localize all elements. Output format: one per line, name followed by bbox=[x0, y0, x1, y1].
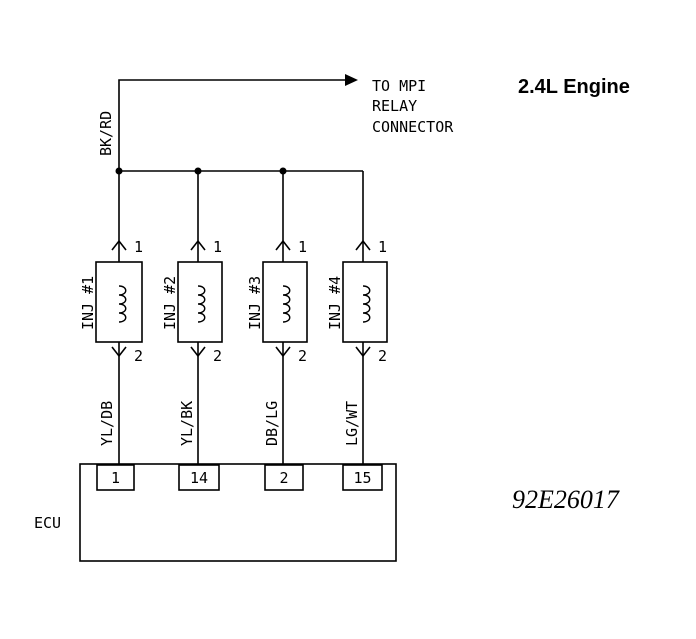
injector-2-body bbox=[177, 261, 223, 343]
injector-1-pin-bottom: 2 bbox=[134, 347, 143, 365]
injector-4-body bbox=[342, 261, 388, 343]
ecu-pin-box-14 bbox=[178, 464, 220, 491]
injector-3-pin-top: 1 bbox=[298, 238, 307, 256]
ecu-pin-box-1 bbox=[96, 464, 135, 491]
diagram-title: 2.4L Engine bbox=[518, 76, 630, 98]
injector-3-body bbox=[262, 261, 308, 343]
injector-4-pin-bottom: 2 bbox=[378, 347, 387, 365]
feed-arrow-icon bbox=[345, 74, 358, 86]
injector-coil-icon bbox=[118, 285, 127, 323]
injector-coil-icon bbox=[197, 285, 206, 323]
destination-line-2: RELAY bbox=[372, 97, 417, 115]
injector-coil-icon bbox=[282, 285, 291, 323]
injector-2-pin-bottom: 2 bbox=[213, 347, 222, 365]
injector-4-pin-top: 1 bbox=[378, 238, 387, 256]
feed-wire-color-label: BK/RD bbox=[97, 111, 115, 156]
injector-3-label: INJ #3 bbox=[246, 276, 264, 330]
ecu-pin-15: 15 bbox=[353, 469, 371, 487]
injector-1-branch: 1 2 INJ #1 YL/DB bbox=[79, 167, 143, 465]
injector-3-pin-bottom: 2 bbox=[298, 347, 307, 365]
ecu-label: ECU bbox=[34, 514, 61, 532]
injector-2-label: INJ #2 bbox=[161, 276, 179, 330]
destination-line-3: CONNECTOR bbox=[372, 118, 454, 136]
injector-2-branch: 1 2 INJ #2 YL/BK bbox=[161, 167, 223, 465]
injector-1-pin-top: 1 bbox=[134, 238, 143, 256]
injector-coil-icon bbox=[362, 285, 371, 323]
injector-4-wire-color: LG/WT bbox=[343, 401, 361, 446]
injector-1-wire-color: YL/DB bbox=[98, 401, 116, 446]
injector-3-wire-color: DB/LG bbox=[263, 401, 281, 446]
ecu-module: ECU 1 14 2 15 bbox=[34, 463, 397, 562]
feed-wire bbox=[118, 79, 345, 171]
injector-4-label: INJ #4 bbox=[326, 276, 344, 330]
injector-1-label: INJ #1 bbox=[79, 276, 97, 330]
ecu-pin-1: 1 bbox=[111, 469, 120, 487]
destination-line-1: TO MPI bbox=[372, 77, 426, 95]
ecu-pin-14: 14 bbox=[190, 469, 208, 487]
injector-2-wire-color: YL/BK bbox=[178, 401, 196, 446]
ecu-pin-box-15 bbox=[342, 464, 383, 491]
injector-2-pin-top: 1 bbox=[213, 238, 222, 256]
relay-feed: TO MPI RELAY CONNECTOR BK/RD bbox=[97, 74, 454, 171]
injector-4-branch: 1 2 INJ #4 LG/WT bbox=[326, 171, 388, 465]
ecu-pin-box-2 bbox=[264, 464, 304, 491]
ecu-pin-2: 2 bbox=[279, 469, 288, 487]
injector-3-branch: 1 2 INJ #3 DB/LG bbox=[246, 167, 308, 465]
injector-1-body bbox=[95, 261, 143, 343]
figure-code: 92E26017 bbox=[512, 485, 620, 514]
